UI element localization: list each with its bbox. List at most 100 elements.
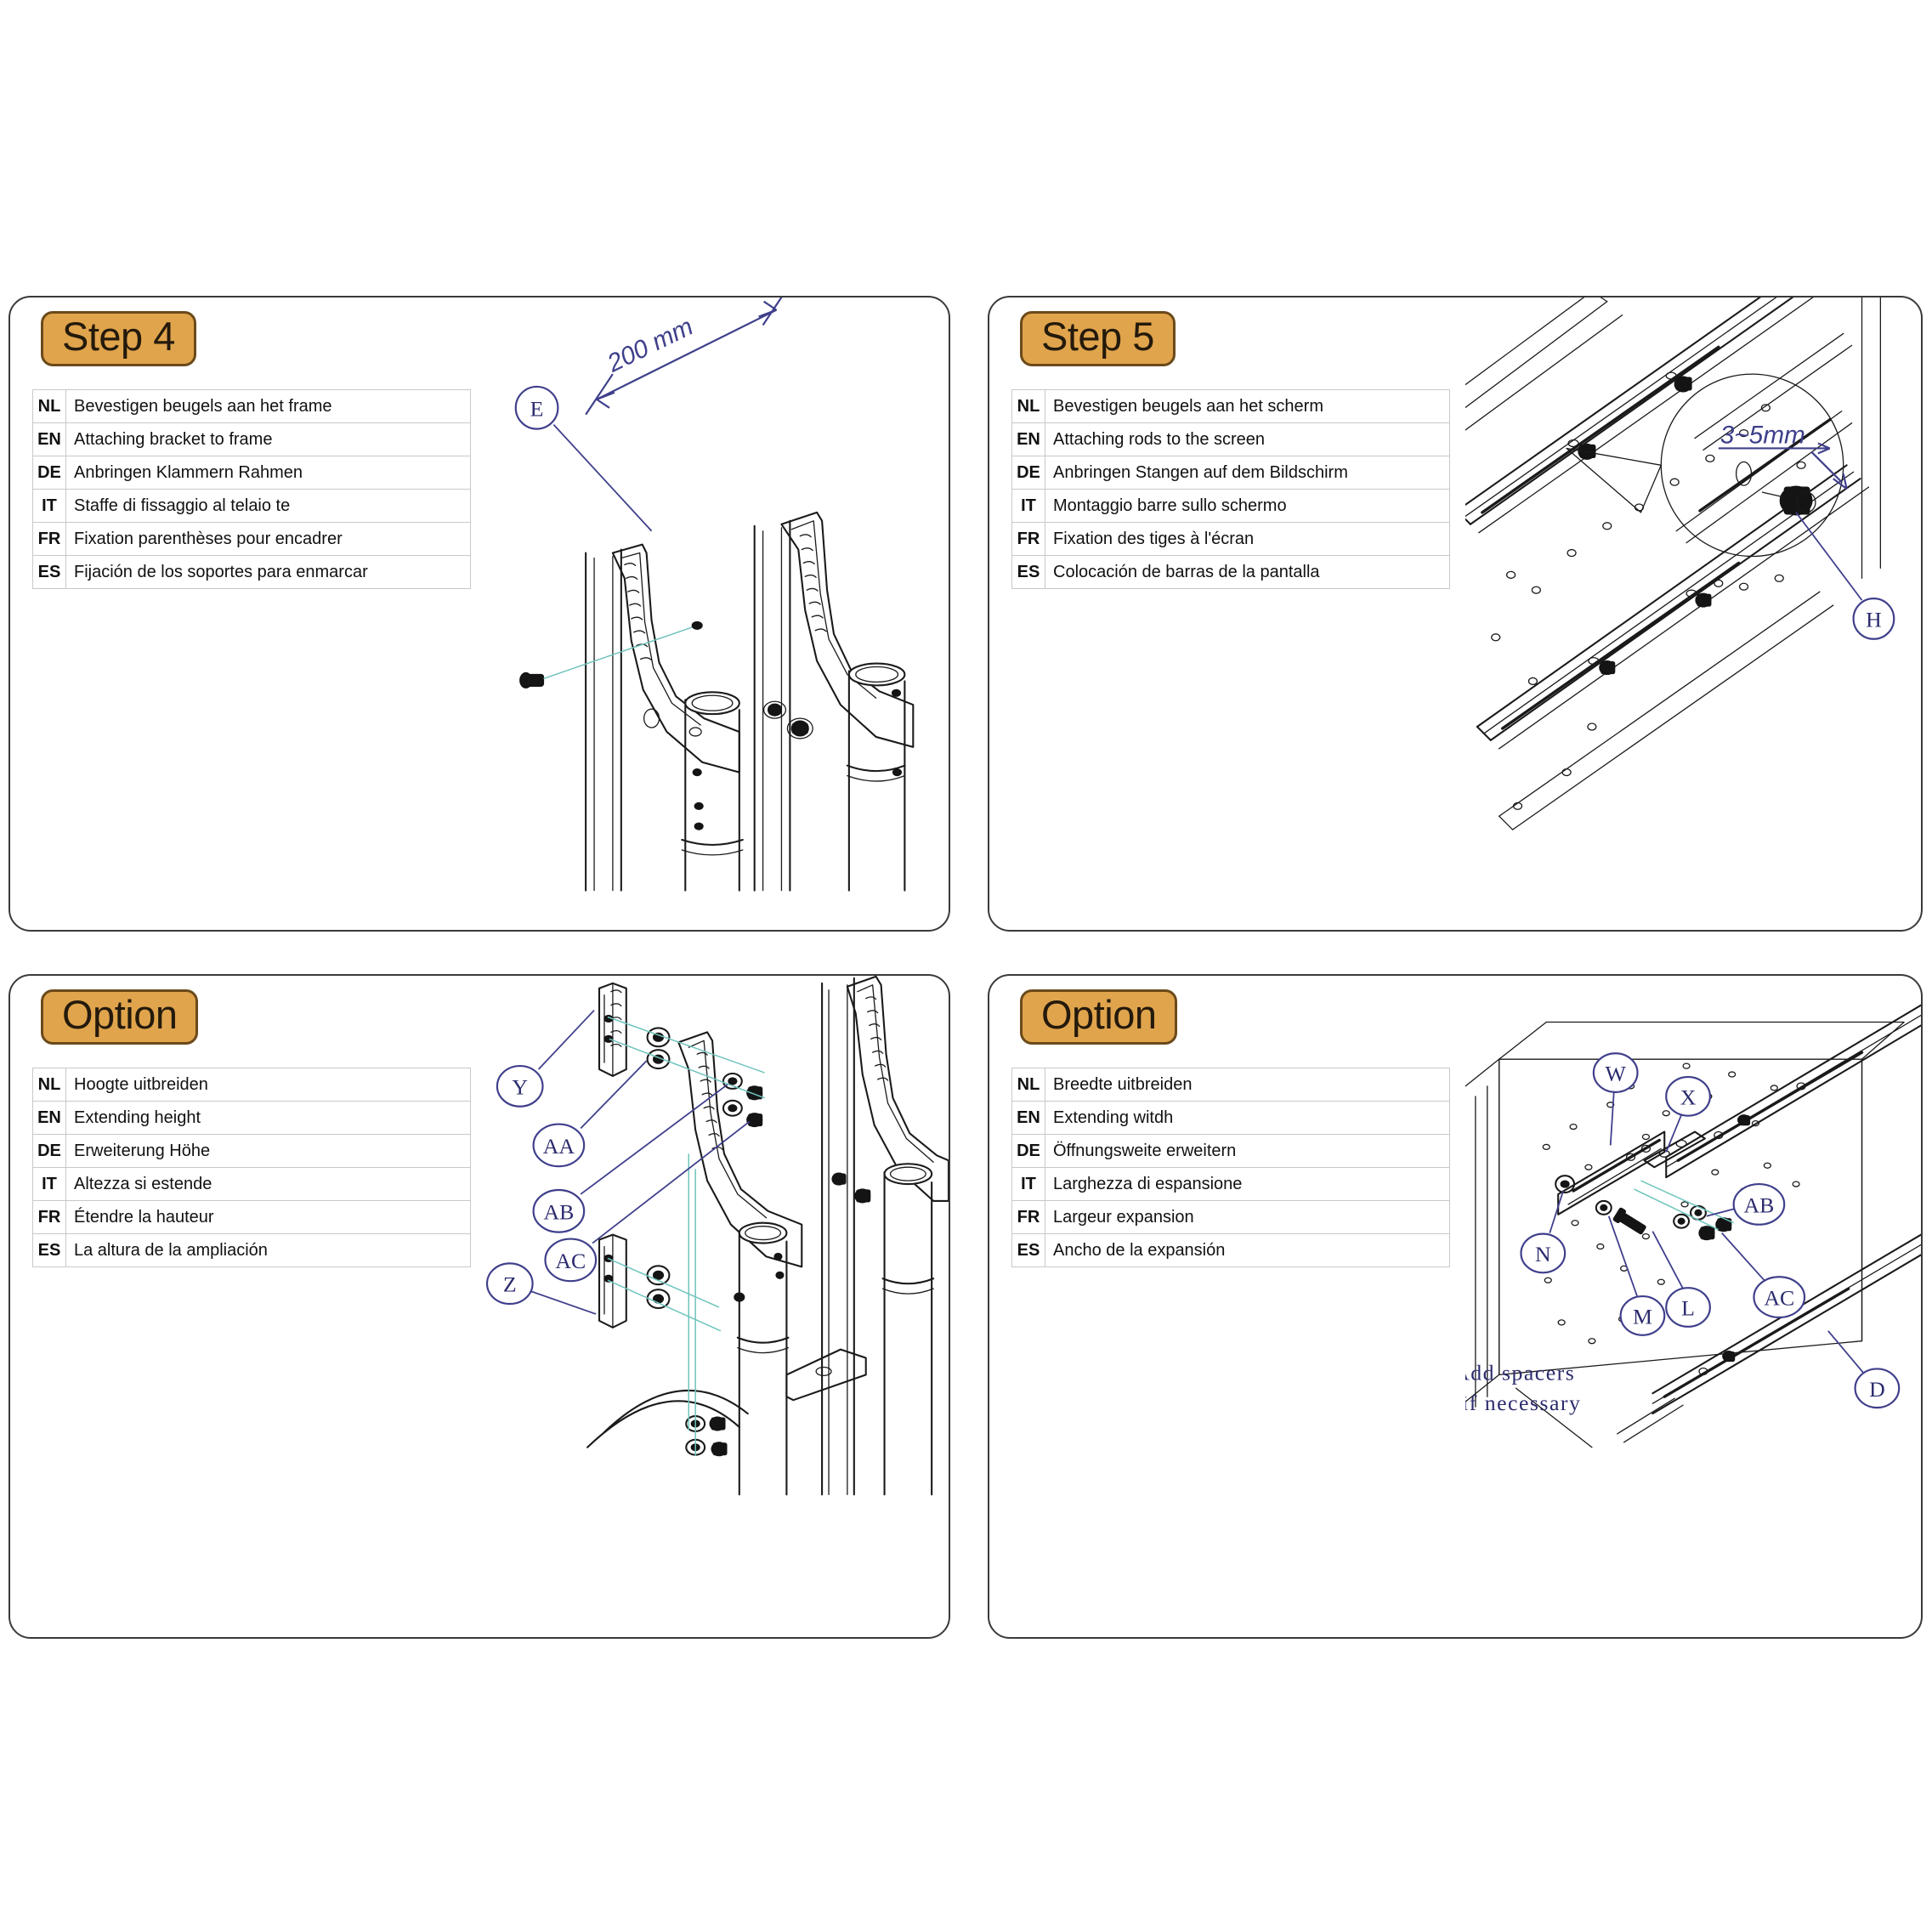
lower-fasteners: [685, 1415, 728, 1457]
lang-code: NL: [1011, 1068, 1045, 1102]
screw-part: [519, 671, 545, 688]
callout-bubble-AC: AC: [544, 1120, 751, 1283]
language-table-option-width: NL Breedte uitbreiden EN Extending witdh…: [1011, 1068, 1450, 1267]
callout-label: N: [1535, 1242, 1551, 1266]
lang-text: Fijación de los soportes para enmarcar: [65, 555, 471, 589]
lang-text: Attaching bracket to frame: [65, 422, 471, 456]
table-row: EN Attaching bracket to frame: [32, 422, 471, 456]
callout-label: D: [1869, 1377, 1885, 1402]
lang-text: Staffe di fissaggio al telaio te: [65, 489, 471, 523]
table-row: EN Attaching rods to the screen: [1011, 422, 1450, 456]
callout-bubble-AC: AC: [1721, 1232, 1806, 1318]
table-row: DE Anbringen Stangen auf dem Bildschirm: [1011, 456, 1450, 490]
table-row: NL Breedte uitbreiden: [1011, 1068, 1450, 1102]
table-row: DE Öffnungsweite erweitern: [1011, 1134, 1450, 1168]
callout-label: M: [1633, 1304, 1652, 1329]
table-row: NL Bevestigen beugels aan het frame: [32, 389, 471, 423]
lang-text: La altura de la ampliación: [65, 1233, 471, 1267]
callout-label: AB: [543, 1199, 574, 1224]
callout-bubble-N: N: [1520, 1190, 1567, 1274]
callout-bubble-D: D: [1827, 1330, 1901, 1409]
table-row: FR Largeur expansion: [1011, 1200, 1450, 1234]
lang-code: EN: [1011, 422, 1045, 456]
step-badge-step-4: Step 4: [41, 311, 196, 366]
lang-code: FR: [32, 1200, 66, 1234]
screen-slab: [1465, 1021, 1905, 1448]
panel-step-4: Step 4 NL Bevestigen beugels aan het fra…: [8, 296, 950, 932]
lang-text: Fixation des tiges à l'écran: [1045, 522, 1450, 556]
callout-label: X: [1680, 1085, 1697, 1109]
step-badge-option-width: Option: [1020, 989, 1178, 1045]
dimension-3-5mm: 3~5mm: [1718, 421, 1848, 490]
callout-label: W: [1606, 1062, 1627, 1086]
lang-code: DE: [1011, 1134, 1045, 1168]
callout-bubble-AB: AB: [532, 1084, 728, 1233]
diagram-option-height: Y AA AB AC: [486, 976, 949, 1637]
lang-code: NL: [1011, 389, 1045, 423]
table-row: FR Fixation parenthèses pour encadrer: [32, 522, 471, 556]
diagram-step-4: 200 mm E: [486, 297, 949, 930]
table-row: EN Extending witdh: [1011, 1101, 1450, 1135]
lang-code: DE: [1011, 456, 1045, 490]
language-table-step-4: NL Bevestigen beugels aan het frame EN A…: [32, 389, 471, 589]
dimension-label: 3~5mm: [1720, 421, 1805, 449]
lang-code: ES: [32, 1233, 66, 1267]
callout-label: AC: [1764, 1286, 1794, 1311]
lang-text: Attaching rods to the screen: [1045, 422, 1450, 456]
callout-bubble-Z: Z: [486, 1262, 597, 1315]
table-row: NL Hoogte uitbreiden: [32, 1068, 471, 1102]
rail-long-right: [1665, 1004, 1921, 1179]
lang-text: Öffnungsweite erweitern: [1045, 1134, 1450, 1168]
language-table-step-5: NL Bevestigen beugels aan het scherm EN …: [1011, 389, 1450, 589]
lang-code: NL: [32, 1068, 66, 1102]
bolt-cluster: [722, 1072, 763, 1128]
table-row: IT Larghezza di espansione: [1011, 1167, 1450, 1201]
callout-label: H: [1866, 607, 1882, 632]
rail-long-bottom: [1617, 1233, 1921, 1443]
lang-text: Montaggio barre sullo schermo: [1045, 489, 1450, 523]
lang-code: NL: [32, 389, 66, 423]
note-add-spacers: Add spacers if necessary: [1465, 1360, 1581, 1415]
diagram-step-5: 3~5mm H: [1465, 297, 1921, 930]
lang-code: ES: [32, 555, 66, 589]
table-row: FR Fixation des tiges à l'écran: [1011, 522, 1450, 556]
lang-code: ES: [1011, 1233, 1045, 1267]
lang-text: Largeur expansion: [1045, 1200, 1450, 1234]
lang-code: ES: [1011, 555, 1045, 589]
table-row: FR Étendre la hauteur: [32, 1200, 471, 1234]
table-row: IT Montaggio barre sullo schermo: [1011, 489, 1450, 523]
lang-code: FR: [1011, 1200, 1045, 1234]
lang-text: Fixation parenthèses pour encadrer: [65, 522, 471, 556]
callout-label: Y: [512, 1074, 528, 1099]
screen-holes: [1491, 404, 1806, 810]
detail-magnifier: 3~5mm: [1566, 332, 1853, 558]
lang-code: FR: [1011, 522, 1045, 556]
lang-text: Erweiterung Höhe: [65, 1134, 471, 1168]
table-row: DE Anbringen Klammern Rahmen: [32, 456, 471, 490]
lang-text: Extending height: [65, 1101, 471, 1135]
lang-code: IT: [1011, 1167, 1045, 1201]
lang-code: IT: [32, 489, 66, 523]
lang-text: Bevestigen beugels aan het frame: [65, 389, 471, 423]
lang-text: Colocación de barras de la pantalla: [1045, 555, 1450, 589]
callout-bubble-H: H: [1795, 512, 1895, 640]
assembly-axis-lines: [1634, 1180, 1734, 1231]
callout-bubble-X: X: [1665, 1075, 1711, 1153]
table-row: ES Colocación de barras de la pantalla: [1011, 555, 1450, 589]
table-row: ES Ancho de la expansión: [1011, 1233, 1450, 1267]
table-row: NL Bevestigen beugels aan het scherm: [1011, 389, 1450, 423]
callout-bubble-L: L: [1652, 1231, 1711, 1328]
lang-text: Larghezza di espansione: [1045, 1167, 1450, 1201]
panel-option-height: Option NL Hoogte uitbreiden EN Extending…: [8, 974, 950, 1639]
fastener-group: [1555, 1175, 1732, 1241]
dimension-label: 200 mm: [603, 313, 698, 378]
lang-code: DE: [32, 1134, 66, 1168]
note-line-2: if necessary: [1465, 1391, 1581, 1415]
callout-label: AB: [1744, 1193, 1775, 1217]
table-row: ES Fijación de los soportes para enmarca…: [32, 555, 471, 589]
lang-text: Altezza si estende: [65, 1167, 471, 1201]
column-assembly: [586, 976, 949, 1496]
lang-text: Bevestigen beugels aan het scherm: [1045, 389, 1450, 423]
language-table-option-height: NL Hoogte uitbreiden EN Extending height…: [32, 1068, 471, 1267]
callout-bubble-AA: AA: [532, 1060, 648, 1168]
